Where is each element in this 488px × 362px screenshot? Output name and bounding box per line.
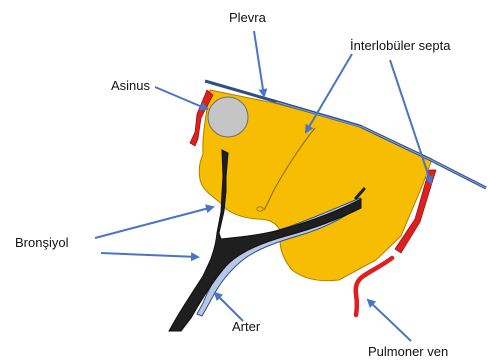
bronsiyol-arrow-1 <box>95 207 213 238</box>
arter-arrow <box>215 293 243 321</box>
plevra-arrow <box>254 31 264 96</box>
acinus-circle <box>208 97 248 137</box>
bronsiyol-arrow-2 <box>101 253 198 257</box>
asinus-arrow <box>155 87 207 109</box>
bronchiole-branch-tip <box>257 207 263 211</box>
label-pulmoner-ven: Pulmoner ven <box>368 344 448 359</box>
label-plevra: Plevra <box>229 10 267 25</box>
label-arter: Arter <box>232 319 261 334</box>
label-asinus: Asinus <box>111 78 151 93</box>
label-bronsiyol: Bronşiyol <box>15 235 69 250</box>
pulmoner-ven-bottom-arrow <box>368 300 411 341</box>
label-interlobular-septa: İnterlobüler septa <box>350 38 451 53</box>
